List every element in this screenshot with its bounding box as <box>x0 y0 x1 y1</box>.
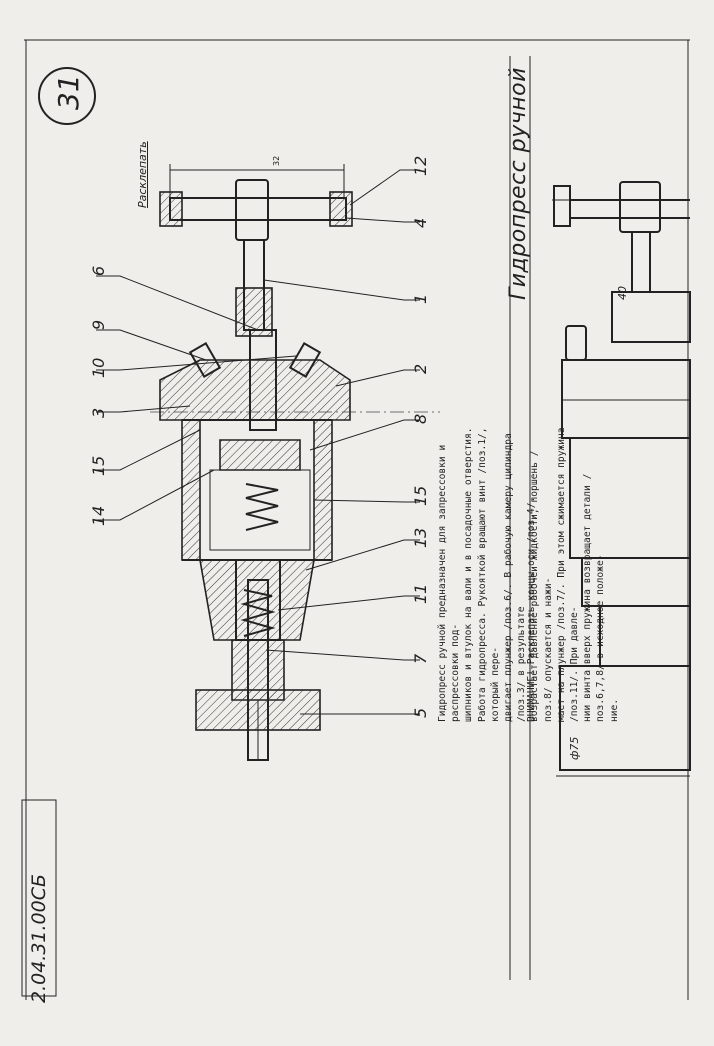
description-line: двигает плунжер /поз.6/. В рабочую камер… <box>503 433 528 722</box>
code-stamp-box <box>21 799 57 997</box>
description-line: шипников и втулок на вали и в посадочные… <box>463 427 475 722</box>
drawing-title: Гидропресс ручной <box>506 67 531 300</box>
description-line: нии винта вверх пружина возвращает детал… <box>582 473 607 722</box>
dim-handle-span: 32 <box>272 155 281 166</box>
side-screw <box>631 231 651 293</box>
pos-8: 8 <box>411 414 430 424</box>
press-head <box>159 359 351 421</box>
valve-10 <box>288 342 322 378</box>
valve-9 <box>188 342 222 378</box>
pos-6: 6 <box>89 266 108 276</box>
pos-1: 1 <box>411 294 430 304</box>
pos-2: 2 <box>411 364 430 374</box>
pos-3: 3 <box>89 408 108 418</box>
side-valve <box>565 325 587 361</box>
handle-end-right <box>329 191 353 227</box>
cylinder-wall-left <box>181 419 201 561</box>
handle-end-left <box>159 191 183 227</box>
position-labels: 12 4 1 2 8 15 13 11 7 5 6 9 10 3 15 14 <box>89 156 430 718</box>
description-line: Гидропресс ручной предназначен для запре… <box>437 444 462 722</box>
description-line: ние. <box>608 698 620 722</box>
pos-7: 7 <box>411 653 430 664</box>
pos-4: 4 <box>411 218 430 228</box>
dim-flange-diameter: ф75 <box>568 736 581 760</box>
leader-lines-right <box>263 169 420 715</box>
side-neck <box>611 291 691 343</box>
pos-5: 5 <box>411 708 430 718</box>
rivet-note: Расклепать <box>136 141 149 208</box>
spring-upper <box>245 483 279 531</box>
leader-lines-left <box>96 275 297 521</box>
pos-14: 14 <box>89 506 108 526</box>
sheet-number-circle <box>38 67 96 125</box>
side-handle-cap <box>553 185 571 227</box>
description-line: Работа гидропресса. Рукояткой вращают ви… <box>476 427 501 722</box>
pos-15-left: 15 <box>89 456 108 476</box>
side-base <box>559 665 691 771</box>
description-line: мает на плунжер /поз.7/. При этом сжимае… <box>555 427 581 722</box>
pos-15-right: 15 <box>411 486 430 506</box>
sheet-number: 31 <box>52 74 85 110</box>
press-section-view <box>150 179 440 761</box>
pos-11: 11 <box>411 584 430 604</box>
piston-8 <box>219 439 301 471</box>
side-knob <box>619 181 661 233</box>
pos-9: 9 <box>89 320 108 330</box>
cylinder-wall-right <box>313 419 333 561</box>
handle-knob <box>235 179 269 241</box>
handle-bar <box>169 197 347 221</box>
pos-12: 12 <box>411 156 430 176</box>
press-side-view <box>552 181 691 777</box>
pos-10: 10 <box>89 358 108 378</box>
dim-side-length: 40 <box>616 286 629 300</box>
spring-lower <box>240 589 276 637</box>
pos-13: 13 <box>411 528 430 548</box>
document-code: 2.04.31.00СБ <box>28 873 50 1003</box>
warning-note: ВНИМАНИЕ! Расклепать концы оси /поз.4/. <box>526 496 537 722</box>
